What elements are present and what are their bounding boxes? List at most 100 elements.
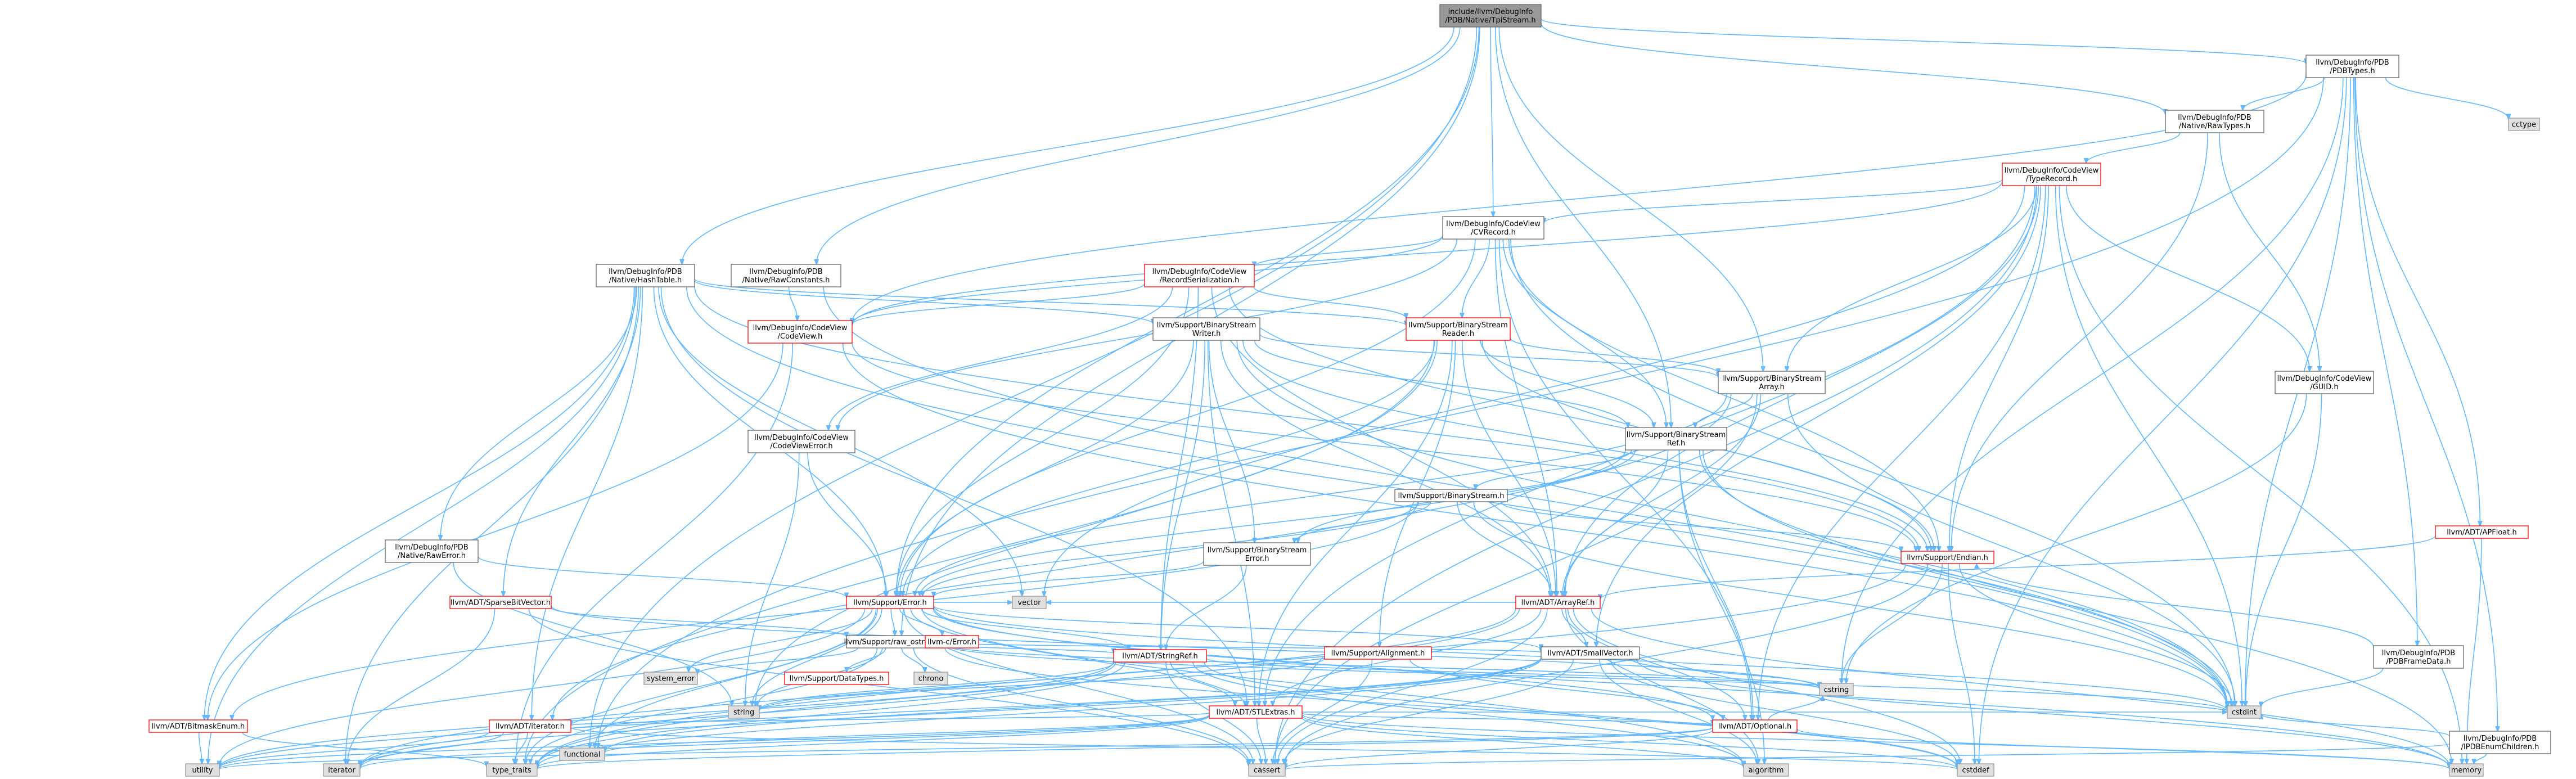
node-iterator[interactable]: llvm/ADT/iterator.h: [489, 719, 571, 733]
node-cverror[interactable]: llvm/DebugInfo/CodeView/CodeViewError.h: [747, 430, 855, 453]
node-label: /PDBTypes.h: [2330, 67, 2375, 75]
dependency-edge: [944, 643, 1820, 688]
dependency-edge: [901, 647, 925, 672]
dependency-edge: [219, 608, 866, 766]
node-label: llvm/DebugInfo/PDB: [2178, 114, 2251, 122]
node-sparsebv[interactable]: llvm/ADT/SparseBitVector.h: [449, 596, 552, 609]
dependency-edge: [1236, 340, 2227, 706]
node-box: [1957, 763, 1994, 777]
node-box: [559, 748, 605, 761]
node-cerror[interactable]: llvm-c/Error.h: [925, 635, 979, 649]
node-box: [2435, 525, 2529, 539]
node-cassert: cassert: [1248, 763, 1286, 777]
dependency-edge: [944, 647, 1957, 768]
node-box: [1394, 489, 1508, 502]
node-label: llvm/DebugInfo/CodeView: [754, 434, 849, 442]
node-rawtypes[interactable]: llvm/DebugInfo/PDB/Native/RawTypes.h: [2165, 110, 2264, 133]
dependency-edge: [1161, 340, 1205, 650]
node-string: string: [728, 705, 760, 719]
node-alignment[interactable]: llvm/Support/Alignment.h: [1324, 646, 1432, 660]
dependency-edge: [537, 727, 1713, 769]
dependency-edge: [232, 501, 1418, 720]
node-label: iterator: [328, 767, 355, 775]
dependency-edge: [694, 280, 1153, 324]
dependency-edge: [1562, 449, 1669, 596]
node-pdbenumchildren[interactable]: llvm/DebugInfo/PDB/IPDBEnumChildren.h: [2449, 731, 2551, 754]
dependency-edge: [1301, 713, 1713, 725]
node-root[interactable]: include/llvm/DebugInfo/PDB/Native/TpiStr…: [1439, 4, 1542, 28]
node-rawerror[interactable]: llvm/DebugInfo/PDB/Native/RawError.h: [385, 539, 479, 563]
dependency-edge: [852, 180, 2003, 325]
node-rawconst[interactable]: llvm/DebugInfo/PDB/Native/RawConstants.h: [731, 264, 841, 287]
dependency-edge: [345, 286, 639, 764]
node-label: llvm/DebugInfo/PDB: [749, 268, 822, 276]
node-stringref[interactable]: llvm/ADT/StringRef.h: [1113, 649, 1207, 663]
dependency-edge: [1409, 659, 1723, 720]
node-guid[interactable]: llvm/DebugInfo/CodeView/GUID.h: [2275, 371, 2374, 394]
node-rawostream[interactable]: llvm/Support/raw_ostream.h: [844, 635, 948, 649]
dependency-edge: [2354, 77, 2498, 731]
node-hashtable[interactable]: llvm/DebugInfo/PDB/Native/HashTable.h: [596, 264, 695, 287]
node-label: /PDB/Native/TpiStream.h: [1445, 16, 1535, 25]
node-label: llvm/DebugInfo/CodeView: [2277, 375, 2372, 383]
dependency-edge: [1565, 608, 1759, 764]
node-error[interactable]: llvm/Support/Error.h: [846, 596, 934, 609]
dependency-edge: [903, 340, 1435, 596]
node-label: cassert: [1254, 767, 1280, 775]
node-stlextras[interactable]: llvm/ADT/STLExtras.h: [1209, 705, 1303, 719]
dependency-edge: [1208, 340, 1255, 543]
node-box: [747, 320, 853, 344]
dependency-edge: [571, 712, 1210, 726]
node-label: llvm/ADT/STLExtras.h: [1216, 709, 1295, 717]
node-pdbframedata[interactable]: llvm/DebugInfo/PDB/PDBFrameData.h: [2373, 645, 2464, 669]
dependency-edge: [1285, 743, 2450, 769]
dependency-edge: [219, 714, 1210, 769]
node-box: [1113, 649, 1207, 663]
node-typerecord[interactable]: llvm/DebugInfo/CodeView/TypeRecord.h: [2002, 163, 2101, 186]
node-arrayref[interactable]: llvm/ADT/ArrayRef.h: [1515, 596, 1601, 609]
dependency-edge: [1498, 238, 1752, 720]
node-apfloat[interactable]: llvm/ADT/APFloat.h: [2435, 525, 2529, 539]
dependency-edge: [1498, 26, 1763, 371]
node-label: llvm/DebugInfo/PDB: [2382, 649, 2455, 658]
node-label: llvm/DebugInfo/CodeView: [753, 324, 848, 332]
dependency-edge: [1301, 717, 1744, 767]
node-bitmaskenum[interactable]: llvm/ADT/BitmaskEnum.h: [148, 719, 248, 733]
dependency-edge: [910, 608, 1235, 706]
node-optional[interactable]: llvm/ADT/Optional.h: [1712, 719, 1798, 733]
node-box: [2373, 645, 2464, 669]
node-box: [1152, 317, 1260, 341]
node-endian[interactable]: llvm/Support/Endian.h: [1901, 551, 1994, 564]
node-codeview[interactable]: llvm/DebugInfo/CodeView/CodeView.h: [747, 320, 853, 344]
dependency-edge: [1600, 535, 2436, 599]
node-box: [1515, 596, 1601, 609]
node-cvrecord[interactable]: llvm/DebugInfo/CodeView/CVRecord.h: [1442, 216, 1544, 240]
node-label: /CodeView.h: [778, 332, 823, 341]
dependency-edge: [590, 26, 1478, 748]
node-recordser[interactable]: llvm/DebugInfo/CodeView/RecordSerializat…: [1144, 264, 1255, 287]
dependency-edge: [1510, 337, 1718, 373]
node-datatypes[interactable]: llvm/Support/DataTypes.h: [784, 672, 889, 685]
node-box: [2449, 731, 2551, 754]
node-box: [385, 539, 479, 563]
dependency-edge: [1259, 334, 1718, 377]
dependency-edge: [1841, 77, 2344, 683]
dependency-edge: [2353, 77, 2417, 646]
node-smallvector[interactable]: llvm/ADT/SmallVector.h: [1541, 646, 1640, 660]
dependency-edge: [2246, 393, 2322, 706]
dependency-edge: [759, 661, 1115, 710]
node-pdbtypes[interactable]: llvm/DebugInfo/PDB/PDBTypes.h: [2305, 55, 2399, 78]
dependency-edge: [1253, 286, 1406, 318]
dependency-edge: [1285, 563, 1929, 764]
node-bstream[interactable]: llvm/Support/BinaryStream.h: [1394, 489, 1508, 502]
dependency-edge: [537, 608, 1520, 766]
dependency-edge: [1541, 18, 2306, 64]
dependency-edge: [1256, 718, 1266, 764]
node-label: /PDBFrameData.h: [2386, 658, 2451, 666]
node-label: llvm/Support/BinaryStream: [1208, 546, 1307, 555]
